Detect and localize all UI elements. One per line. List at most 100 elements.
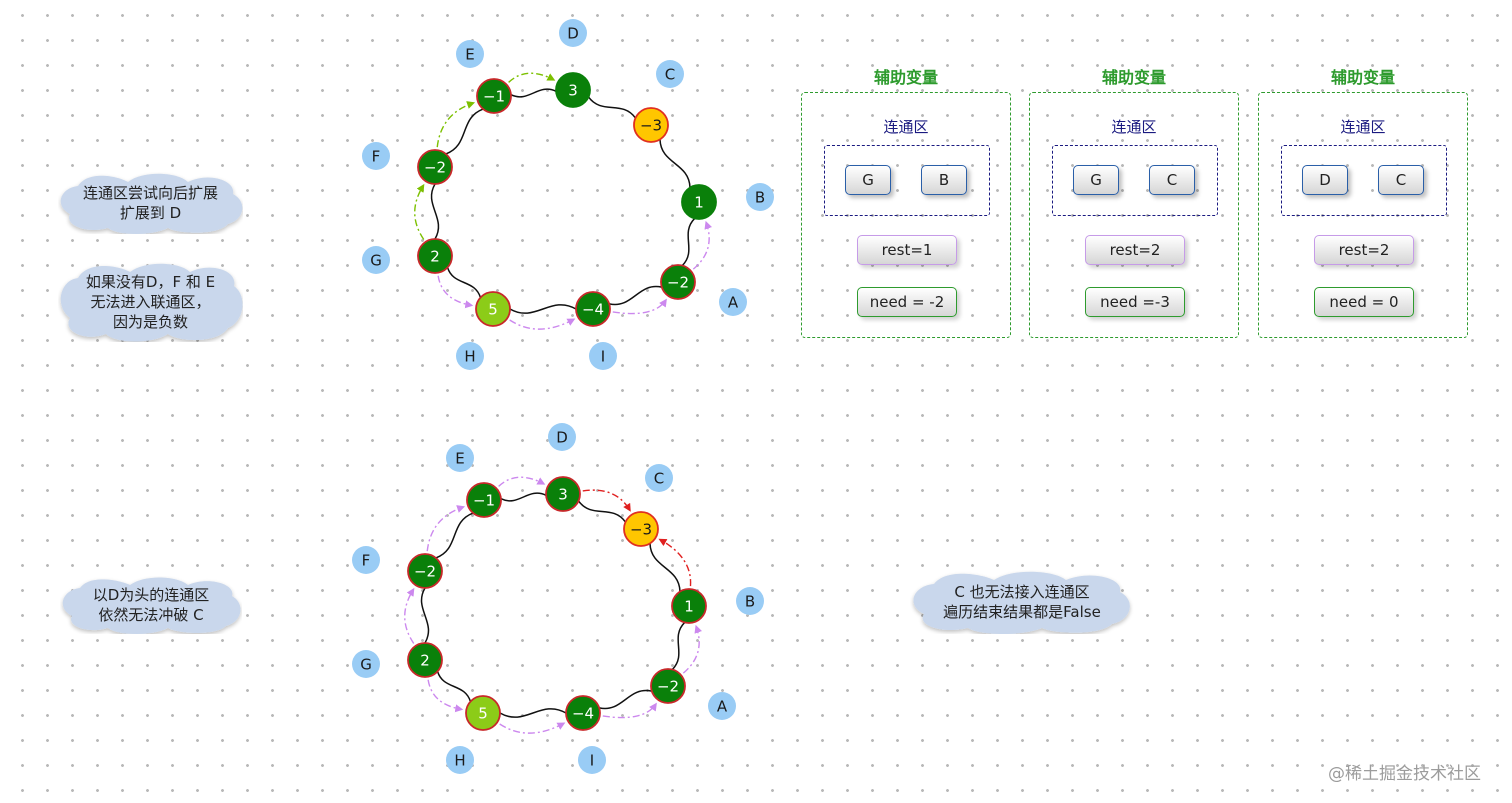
region-title: 连通区 [883,118,929,136]
letter-text: E [455,450,464,468]
traversal-arrow [427,679,464,713]
node-letter-label: I [589,342,617,370]
node-letter-label: F [352,546,380,574]
note-line: 依然无法冲破 C [98,606,204,624]
cloud-shape [62,577,241,634]
ring-node: −3 [633,107,669,143]
traversal-arrow [499,722,566,734]
traversal-arrow [509,318,576,330]
ring-edge [445,108,484,155]
region-title: 连通区 [1111,118,1157,136]
region-node: C [1149,165,1195,195]
need-value: need = -2 [857,287,957,317]
letter-text: B [755,189,765,207]
node-value: 3 [568,82,578,100]
ring-node: 2 [407,642,443,678]
node-value: −2 [424,159,446,177]
letter-text: E [465,46,474,64]
panel-title: 辅助变量 [873,68,938,87]
ring-edge [659,139,691,188]
ring-node: −2 [660,264,696,300]
ring-node: −1 [476,78,512,114]
node-value: −3 [630,521,652,539]
node-letter-label: B [736,587,764,615]
node-letter-label: H [446,746,474,774]
ring-node: 5 [475,291,511,327]
ring-edge [435,512,474,559]
ring-node: 1 [671,588,707,624]
ring-node: 3 [545,476,581,512]
ring-edge [609,285,662,306]
traversal-arrow [426,505,466,552]
letter-text: A [717,698,728,716]
node-value: −2 [667,274,689,292]
region-node: G [1073,165,1119,195]
note-line: 如果没有D，F 和 E [85,273,216,291]
connected-region-box [824,145,990,216]
traversal-arrow [602,702,657,719]
ring-node: −2 [650,668,686,704]
cloud-shape [60,263,243,342]
ring-node: −2 [407,553,443,589]
node-value: −4 [582,301,604,319]
letter-text: B [745,593,755,611]
ring-edge [599,689,652,710]
node-letter-label: A [719,288,747,316]
node-letter-label: B [746,183,774,211]
letter-text: D [567,25,579,43]
node-letter-label: G [362,246,390,274]
letter-text: G [370,252,382,270]
watermark: @稀土掘金技术社区 [1328,764,1481,784]
region-title: 连通区 [1340,118,1386,136]
node-letter-label: H [456,342,484,370]
node-value: −2 [414,563,436,581]
ring-edge [509,304,577,314]
note-line: 扩展到 D [119,204,182,222]
traversal-arrow [404,587,415,644]
region-node: C [1378,165,1424,195]
traversal-arrow [612,298,667,315]
note-bottom-head-d: 以D为头的连通区 依然无法冲破 C [60,576,242,634]
traversal-arrow [582,489,631,512]
letter-text: H [454,752,465,770]
traversal-arrow [682,624,703,674]
ring-edge [649,543,681,592]
ring-edge [510,88,557,98]
cloud-shape [60,173,243,234]
note-line: 无法进入联通区， [90,293,211,311]
node-value: 2 [430,248,440,266]
note-line: 以D为头的连通区 [92,586,210,604]
connected-region-box [1281,145,1447,216]
note-line: 因为是负数 [112,313,188,331]
ring-node: 3 [555,72,591,108]
node-letter-label: F [362,142,390,170]
traversal-arrow [414,183,425,240]
ring-edge [577,500,627,523]
note-top-expand: 连通区尝试向后扩展 扩展到 D [58,172,243,234]
node-value: −1 [483,88,505,106]
traversal-arrow [436,101,476,148]
ring-node: 5 [465,695,501,731]
ring-node: −4 [565,695,601,731]
node-value: −1 [473,492,495,510]
panel-title: 辅助变量 [1101,68,1166,87]
need-value: need =-3 [1085,287,1185,317]
ring-node: −4 [575,291,611,327]
letter-text: F [362,552,371,570]
node-value: 1 [694,194,704,212]
node-letter-label: A [708,692,736,720]
note-top-negative: 如果没有D，F 和 E 无法进入联通区， 因为是负数 [58,262,243,342]
node-letter-label: C [645,464,673,492]
ring-edge [587,96,637,119]
ring-edge [681,217,696,267]
ring-node: −3 [623,511,659,547]
node-letter-label: D [548,423,576,451]
node-value: 5 [488,301,498,319]
node-letter-label: E [456,40,484,68]
cloud-shape [913,571,1130,634]
connected-region-box [1052,145,1218,216]
region-node: B [921,165,967,195]
ring-edge [446,267,482,298]
traversal-arrow [437,275,474,309]
